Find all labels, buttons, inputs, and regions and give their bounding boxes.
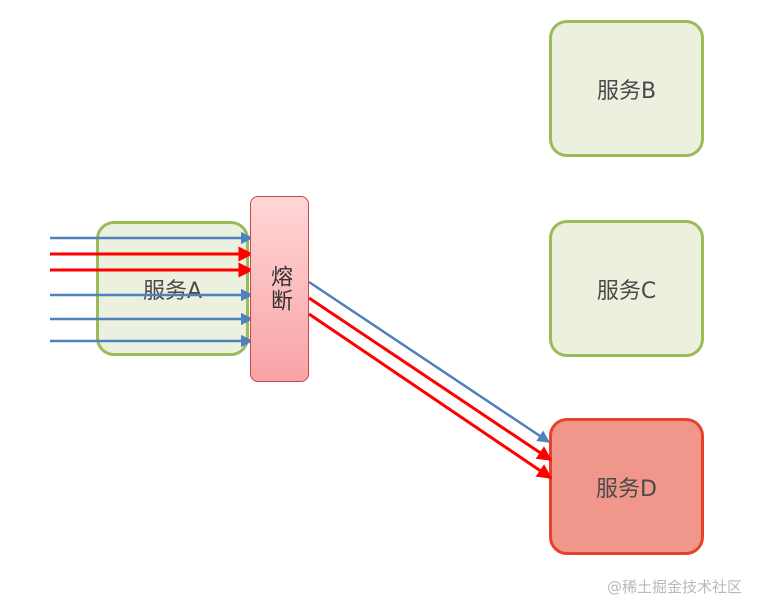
service-c-box: 服务C — [549, 220, 704, 357]
outgoing-request-arrow — [308, 280, 551, 444]
service-a-box: 服务A — [96, 221, 249, 356]
circuit-breaker-label: 熔断 — [267, 265, 292, 313]
circuit-breaker: 熔断 — [250, 196, 309, 382]
service-c-label: 服务C — [596, 278, 657, 304]
outgoing-request-arrow — [308, 312, 553, 480]
service-b-label: 服务B — [596, 78, 657, 104]
service-d-label: 服务D — [596, 476, 657, 502]
service-a-label: 服务A — [142, 278, 203, 304]
outgoing-request-arrow — [308, 296, 553, 462]
watermark: @稀土掘金技术社区 — [606, 578, 742, 596]
service-d-box: 服务D — [549, 418, 704, 555]
service-b-box: 服务B — [549, 20, 704, 157]
